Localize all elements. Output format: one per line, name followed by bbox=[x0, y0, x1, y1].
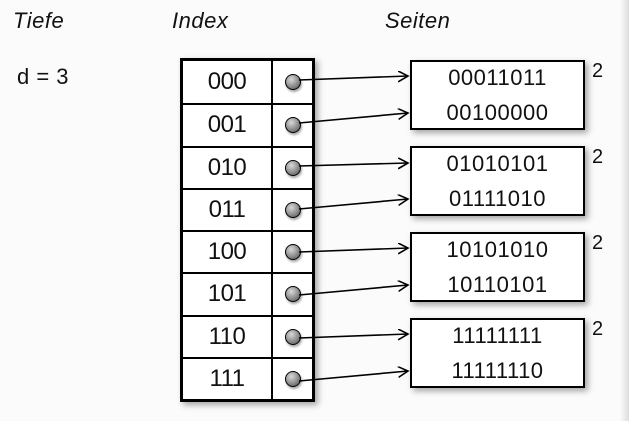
pointer-cell bbox=[271, 232, 312, 273]
index-row-110: 110 bbox=[183, 314, 312, 357]
page-box-2: 01010101 01111010 bbox=[410, 146, 585, 216]
depth-column-header: Tiefe bbox=[13, 8, 65, 33]
pointer-dot-icon bbox=[284, 201, 301, 218]
pointer-cell bbox=[271, 61, 312, 104]
index-row-label: 100 bbox=[207, 238, 247, 266]
pointer-dot-icon bbox=[284, 286, 301, 303]
arrow-011-to-page2 bbox=[298, 199, 408, 210]
index-row-100: 100 bbox=[183, 230, 312, 273]
arrow-100-to-page3 bbox=[298, 248, 408, 252]
arrow-110-to-page4 bbox=[298, 334, 408, 338]
pointer-cell bbox=[271, 147, 312, 188]
pointer-dot-icon bbox=[284, 117, 301, 134]
local-depth-badge-page4: 2 bbox=[592, 318, 604, 340]
page-box-3: 10101010 10110101 bbox=[410, 232, 585, 302]
arrow-000-to-page1 bbox=[298, 76, 408, 80]
page-entry: 11111110 bbox=[451, 358, 544, 383]
index-row-000: 000 bbox=[183, 61, 312, 104]
index-row-001: 001 bbox=[183, 103, 312, 146]
window-edge-shading bbox=[620, 0, 629, 421]
index-row-label: 011 bbox=[208, 195, 246, 223]
pointer-cell bbox=[271, 274, 312, 315]
pointer-dot-icon bbox=[284, 159, 301, 176]
arrow-010-to-page2 bbox=[298, 163, 408, 166]
index-table: 000 001 010 011 100 101 110 111 bbox=[180, 58, 315, 402]
index-row-101: 101 bbox=[183, 272, 312, 315]
index-row-010: 010 bbox=[183, 145, 312, 188]
index-row-011: 011 bbox=[183, 187, 312, 230]
pointer-dot-icon bbox=[284, 244, 301, 261]
page-entry: 10101010 bbox=[446, 237, 549, 262]
local-depth-badge-page1: 2 bbox=[592, 60, 604, 82]
index-row-label: 101 bbox=[207, 280, 247, 308]
arrow-001-to-page1 bbox=[298, 113, 408, 124]
global-depth-value: d = 3 bbox=[17, 64, 70, 89]
page-box-4: 11111111 11111110 bbox=[410, 318, 585, 388]
index-row-111: 111 bbox=[183, 356, 312, 399]
page-entry: 00100000 bbox=[446, 100, 549, 125]
page-box-1: 00011011 00100000 bbox=[410, 60, 585, 130]
pointer-cell bbox=[271, 105, 312, 146]
pointer-cell bbox=[271, 316, 312, 357]
pointer-dot-icon bbox=[284, 74, 301, 91]
pointer-cell bbox=[271, 358, 312, 399]
index-row-label: 001 bbox=[207, 111, 247, 139]
index-row-label: 110 bbox=[208, 322, 246, 350]
arrow-111-to-page4 bbox=[298, 371, 408, 382]
index-column-header: Index bbox=[172, 8, 229, 33]
local-depth-badge-page3: 2 bbox=[592, 232, 604, 254]
page-entry: 00011011 bbox=[448, 65, 547, 90]
index-row-label: 111 bbox=[209, 364, 245, 392]
pointer-dot-icon bbox=[284, 328, 301, 345]
page-entry: 01111010 bbox=[449, 186, 546, 211]
page-entry: 10110101 bbox=[447, 272, 548, 297]
pages-column-header: Seiten bbox=[385, 8, 451, 33]
index-row-label: 000 bbox=[207, 68, 247, 96]
pointer-cell bbox=[271, 189, 312, 230]
arrow-101-to-page3 bbox=[298, 285, 408, 296]
page-entry: 11111111 bbox=[452, 323, 543, 348]
page-entry: 01010101 bbox=[446, 151, 549, 176]
index-row-label: 010 bbox=[207, 153, 247, 181]
pointer-dot-icon bbox=[284, 370, 301, 387]
local-depth-badge-page2: 2 bbox=[592, 146, 604, 168]
